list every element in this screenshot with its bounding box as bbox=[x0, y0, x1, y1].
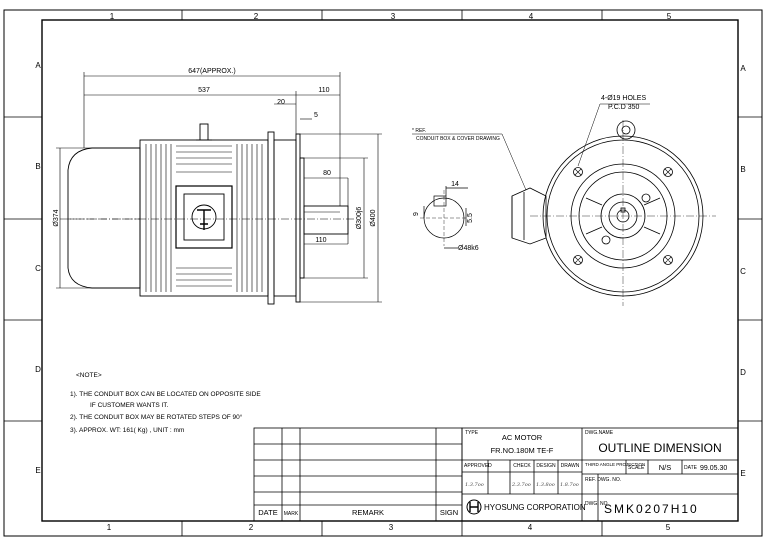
company-name: HYOSUNG CORPORATION bbox=[484, 503, 586, 512]
notes-title: <NOTE> bbox=[76, 372, 102, 379]
dim-shaft-bottom: 110 bbox=[315, 237, 326, 244]
dim-pcd: P.C.D 350 bbox=[608, 104, 639, 111]
hyosung-logo bbox=[466, 499, 482, 515]
dim-flange-thickness: 20 bbox=[277, 99, 285, 106]
title-block bbox=[461, 427, 739, 522]
ref-note-desc: CONDUIT BOX & COVER DRAWING bbox=[416, 136, 500, 142]
sig-design: 1.3.8oo bbox=[536, 482, 555, 488]
dim-spigot-dia: Ø300j6 bbox=[356, 207, 363, 230]
revision-sign-header: SIGN bbox=[440, 508, 458, 517]
revision-remark-header: REMARK bbox=[352, 508, 384, 517]
zone-row-a-right: A bbox=[740, 64, 746, 73]
zone-col-4-bottom: 4 bbox=[528, 523, 533, 532]
date-label: DATE bbox=[684, 465, 698, 471]
zone-col-5-top: 5 bbox=[667, 12, 672, 21]
ref-dwg-label: REF. DWG. NO. bbox=[585, 477, 621, 483]
dim-body-length: 537 bbox=[198, 87, 210, 94]
dim-spigot-depth: 5 bbox=[314, 112, 318, 119]
zone-col-2-bottom: 2 bbox=[249, 523, 254, 532]
zone-row-b-left: B bbox=[35, 162, 40, 171]
dim-overall-length: 647(APPROX.) bbox=[188, 68, 235, 75]
zone-col-2-top: 2 bbox=[254, 12, 259, 21]
dim-body-dia: Ø374 bbox=[53, 209, 60, 226]
dim-key-width: 14 bbox=[451, 181, 459, 188]
dwg-no-label: DWG. NO. bbox=[585, 501, 609, 507]
title-drawn-label: DRAWN bbox=[561, 463, 580, 469]
date-value: 99.05.30 bbox=[700, 465, 727, 472]
zone-col-1-top: 1 bbox=[110, 12, 115, 21]
sig-drawn: 1.8.7oo bbox=[560, 482, 579, 488]
zone-col-3-top: 3 bbox=[391, 12, 396, 21]
dwg-name: OUTLINE DIMENSION bbox=[598, 441, 721, 455]
dim-shaft-length: 110 bbox=[318, 87, 329, 94]
zone-row-a-left: A bbox=[35, 61, 41, 70]
scale-value: N/S bbox=[659, 463, 672, 472]
zone-row-d-right: D bbox=[740, 368, 746, 377]
dim-holes: 4-Ø19 HOLES bbox=[601, 95, 646, 102]
title-approved-label: APPROVED bbox=[464, 463, 492, 469]
ref-note-leader bbox=[501, 133, 527, 191]
dim-shaft-dia: Ø48k6 bbox=[458, 245, 479, 252]
title-type-label: TYPE bbox=[465, 430, 479, 436]
title-type-line2: FR.NO.180M TE-F bbox=[491, 446, 554, 455]
side-view-dimension-lines bbox=[56, 72, 382, 303]
projection-label: THIRD ANGLE PROJECTION bbox=[585, 462, 645, 467]
title-type-line1: AC MOTOR bbox=[502, 433, 543, 442]
sig-check: 2.3.7oo bbox=[511, 482, 531, 488]
zone-row-e-right: E bbox=[740, 469, 745, 478]
dim-key-offset: 5.5 bbox=[467, 213, 474, 223]
zone-row-b-right: B bbox=[740, 165, 745, 174]
zone-col-3-bottom: 3 bbox=[389, 523, 394, 532]
motor-end-view bbox=[511, 103, 716, 306]
dim-flange-dia: Ø400 bbox=[370, 209, 377, 226]
revision-mark-header: MARK bbox=[284, 511, 299, 517]
title-check-label: CHECK bbox=[513, 463, 531, 469]
ref-note-title: * REF. bbox=[412, 128, 426, 134]
zone-col-5-bottom: 5 bbox=[666, 523, 671, 532]
zone-col-1-bottom: 1 bbox=[107, 523, 112, 532]
outer-border bbox=[3, 9, 763, 537]
dwg-no: SMK0207H10 bbox=[604, 502, 699, 516]
zone-row-d-left: D bbox=[35, 365, 41, 374]
dim-key-depth: 9 bbox=[413, 212, 420, 216]
dim-shaft-shoulder: 80 bbox=[323, 170, 331, 177]
dwg-name-label: DWG.NAME bbox=[585, 430, 614, 436]
note-3: 3). APPROX. WT: 161( Kg) , UNIT : mm bbox=[70, 427, 184, 434]
zone-col-4-top: 4 bbox=[529, 12, 534, 21]
zone-row-c-right: C bbox=[740, 267, 746, 276]
motor-side-view bbox=[60, 123, 356, 305]
sig-approved: 1.3.7oo bbox=[465, 482, 484, 488]
scale-label: SCALE bbox=[628, 465, 645, 471]
zone-row-e-left: E bbox=[35, 466, 40, 475]
title-design-label: DESIGN bbox=[536, 463, 556, 469]
revision-date-header: DATE bbox=[258, 508, 277, 517]
zone-row-c-left: C bbox=[35, 264, 41, 273]
note-1: 1). THE CONDUIT BOX CAN BE LOCATED ON OP… bbox=[70, 391, 261, 398]
note-2: 2). THE CONDUIT BOX MAY BE ROTATED STEPS… bbox=[70, 413, 243, 421]
shaft-section-view bbox=[420, 186, 468, 249]
revision-table bbox=[253, 427, 463, 522]
note-1-continued: IF CUSTOMER WANTS IT. bbox=[90, 402, 169, 409]
zone-ticks bbox=[4, 10, 762, 536]
